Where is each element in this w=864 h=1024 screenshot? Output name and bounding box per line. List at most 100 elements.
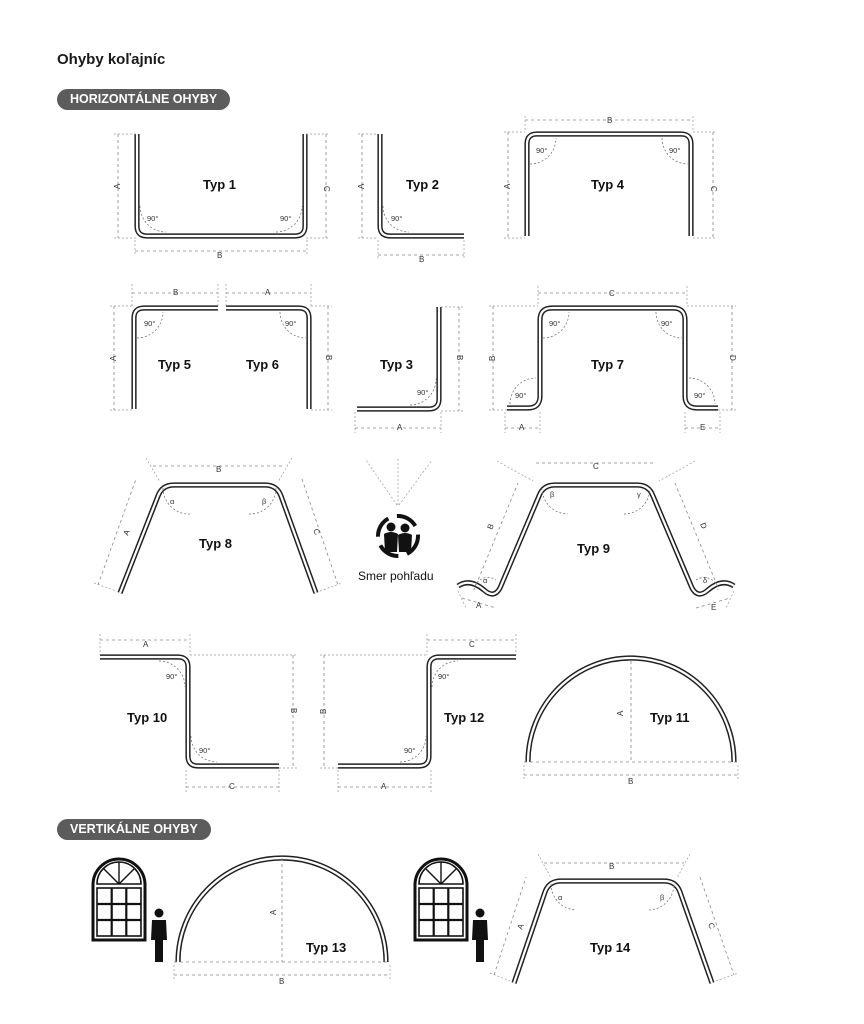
diagram-typ-3: B A 90° Typ 3 [354, 306, 464, 433]
dim-label-b: B [609, 862, 614, 871]
angle-label: 90° [391, 214, 402, 223]
dim-label-c: C [706, 922, 717, 931]
diagram-typ-2: A B 90° Typ 2 [357, 133, 465, 264]
dim-label-b: B [319, 709, 328, 714]
angle-label: 90° [515, 391, 526, 400]
type-label-9: Typ 9 [577, 541, 610, 556]
window-icon [91, 857, 147, 942]
page-title: Ohyby koľajníc [57, 51, 166, 68]
dim-label-c: C [709, 186, 718, 192]
type-label-7: Typ 7 [591, 357, 624, 372]
dim-label-a: A [519, 423, 525, 432]
angle-label: 90° [144, 319, 155, 328]
section-badge-vertical: VERTIKÁLNE OHYBY [57, 819, 211, 840]
diagram-typ-14: B A C α β Typ 14 [489, 853, 739, 984]
dim-label-c: C [311, 527, 322, 536]
type-label-10: Typ 10 [127, 710, 167, 725]
type-label-3: Typ 3 [380, 357, 413, 372]
dim-label-c: C [469, 640, 475, 649]
diagram-typ-5-6: B A A B 90° 90° Typ 5 Typ 6 [109, 284, 333, 411]
angle-label: 90° [669, 146, 680, 155]
angle-label: 90° [694, 391, 705, 400]
angle-beta: β [262, 497, 267, 506]
dim-label-e: E [700, 423, 705, 432]
dim-label-b: B [324, 355, 333, 360]
angle-label: 90° [536, 146, 547, 155]
dim-label-c: C [609, 289, 615, 298]
dim-label-b: B [289, 708, 298, 713]
angle-alpha: α [170, 497, 175, 506]
dim-label-b: B [488, 356, 497, 361]
window-icon [413, 857, 469, 942]
dim-label-e: E [711, 603, 716, 612]
dim-label-a: A [503, 183, 512, 189]
dim-label-a: A [143, 640, 149, 649]
angle-label: 90° [661, 319, 672, 328]
type-label-5: Typ 5 [158, 357, 191, 372]
angle-delta: δ [703, 576, 707, 585]
diagram-typ-8: B A C α β Typ 8 [93, 457, 343, 594]
angle-label: 90° [280, 214, 291, 223]
type-label-4: Typ 4 [591, 177, 625, 192]
angle-label: 90° [147, 214, 158, 223]
dim-label-a: A [265, 288, 271, 297]
view-direction-icon: Smer pohľadu [358, 458, 434, 583]
angle-label: 90° [438, 672, 449, 681]
dim-label-c: C [229, 782, 235, 791]
angle-label: 90° [404, 746, 415, 755]
dim-label-a: A [397, 423, 403, 432]
diagram-typ-9: C B D A E β γ α δ Typ 9 [456, 460, 736, 612]
person-icon [151, 908, 167, 962]
view-direction-caption: Smer pohľadu [358, 569, 434, 583]
angle-label: 90° [199, 746, 210, 755]
diagram-typ-13: A B Typ 13 [173, 855, 391, 986]
dim-label-a: A [122, 528, 133, 537]
dim-label-b: B [217, 251, 222, 260]
dim-label-a: A [515, 922, 526, 931]
type-label-14: Typ 14 [590, 940, 631, 955]
dim-label-a: A [616, 710, 625, 716]
dim-label-b: B [455, 355, 464, 360]
dim-label-a: A [381, 782, 387, 791]
angle-beta: β [660, 893, 665, 902]
dim-label-a: A [357, 183, 366, 189]
dim-label-c: C [593, 462, 599, 471]
type-label-11: Typ 11 [650, 710, 690, 725]
diagram-typ-1: A C B 90° 90° Typ 1 [113, 133, 331, 260]
type-label-2: Typ 2 [406, 177, 439, 192]
dim-label-d: D [698, 521, 709, 530]
dim-label-a: A [113, 183, 122, 189]
diagram-typ-12: C B A 90° 90° Typ 12 [319, 634, 517, 792]
angle-alpha: α [558, 893, 563, 902]
diagram-typ-11: A B Typ 11 [523, 655, 739, 786]
dim-label-a: A [269, 909, 278, 915]
type-label-6: Typ 6 [246, 357, 279, 372]
angle-gamma: γ [637, 490, 641, 499]
dim-label-b: B [279, 977, 284, 986]
dim-label-c: C [322, 186, 331, 192]
type-label-8: Typ 8 [199, 536, 232, 551]
dim-label-b: B [486, 522, 496, 530]
angle-label: 90° [417, 388, 428, 397]
type-label-12: Typ 12 [444, 710, 484, 725]
dim-label-a: A [109, 355, 118, 361]
dim-label-d: D [728, 355, 737, 361]
dim-label-b: B [607, 116, 612, 125]
person-icon [472, 908, 488, 962]
diagram-typ-10: A B C 90° 90° Typ 10 [99, 634, 298, 792]
dim-label-b: B [628, 777, 633, 786]
angle-label: 90° [549, 319, 560, 328]
angle-label: 90° [166, 672, 177, 681]
angle-beta: β [550, 490, 555, 499]
angle-label: 90° [285, 319, 296, 328]
diagram-typ-4: B A C 90° 90° Typ 4 [503, 116, 718, 239]
section-badge-horizontal: HORIZONTÁLNE OHYBY [57, 89, 231, 110]
type-label-1: Typ 1 [203, 177, 236, 192]
type-label-13: Typ 13 [306, 940, 346, 955]
dim-label-b: B [419, 255, 424, 264]
dim-label-b: B [173, 288, 178, 297]
dim-label-b: B [216, 465, 221, 474]
diagram-typ-7: C B D A E 90° 90° 90° 90° Typ 7 [488, 286, 737, 433]
angle-alpha: α [483, 576, 488, 585]
